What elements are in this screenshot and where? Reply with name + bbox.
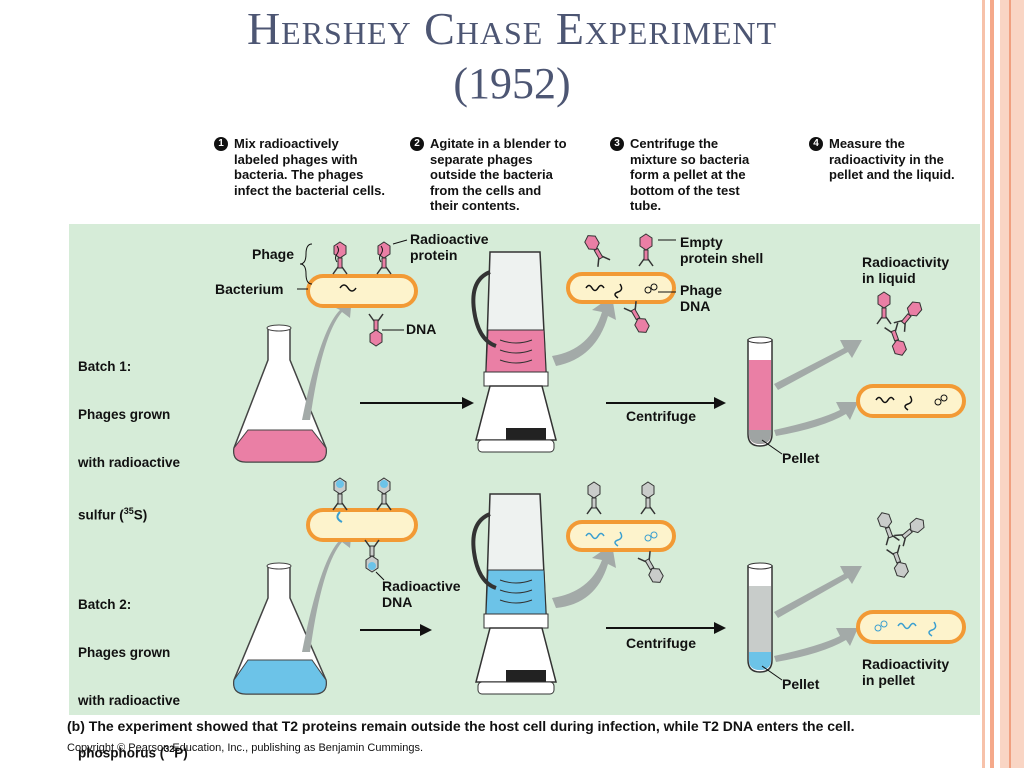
batch-isotope-line: sulfur (35S): [78, 503, 180, 524]
empty-shell: [586, 481, 602, 515]
empty-shell: [874, 509, 901, 546]
bacterium: [306, 508, 418, 542]
empty-shell: [885, 544, 912, 581]
batch-isotope-line: phosphorus (32P): [78, 741, 188, 762]
copyright-notice: Copyright © Pearson Education, Inc., pub…: [67, 742, 424, 754]
radioactive-dna-label: Radioactive DNA: [382, 578, 461, 610]
test-tube-phosphorus: [747, 562, 773, 673]
isotope-symbol: S): [133, 507, 148, 523]
centrifuge-label-2: Centrifuge: [626, 635, 696, 651]
empty-shell: [893, 297, 926, 333]
isotope-mass: 32: [164, 744, 175, 754]
radioactivity-in-liquid-label: Radioactivity in liquid: [862, 254, 950, 286]
empty-shell: [581, 231, 611, 268]
batch-line: with radioactive: [78, 693, 181, 708]
gray-arrow: [774, 402, 858, 436]
empty-shell: [638, 233, 654, 267]
gray-arrow: [552, 296, 616, 366]
pellet-label-1: Pellet: [782, 450, 820, 466]
test-tube-sulfur: [747, 336, 773, 447]
empty-shell: [876, 291, 892, 325]
batch-line: sulfur (: [78, 507, 124, 523]
empty-shell: [640, 481, 656, 515]
figure-caption: (b) The experiment showed that T2 protei…: [67, 718, 855, 734]
slide-title-year: (1952): [453, 59, 571, 108]
phage-pink: [368, 313, 384, 347]
bacterium: [306, 274, 418, 308]
step-text: Mix radioactively labeled phages with ba…: [234, 136, 386, 198]
edge-stripe: [982, 0, 985, 768]
bacterium-label: Bacterium: [215, 281, 284, 297]
blender-sulfur: [471, 251, 557, 453]
empty-shell: [893, 514, 929, 547]
flask-sulfur: [233, 324, 327, 463]
dna-label: DNA: [406, 321, 437, 337]
step-number-badge: 3: [610, 137, 624, 151]
pellet-label-2: Pellet: [782, 676, 820, 692]
radioactivity-in-pellet-label: Radioactivity in pellet: [862, 656, 950, 688]
gray-arrow: [774, 566, 862, 618]
step-number-badge: 4: [809, 137, 823, 151]
isotope-mass: 35: [123, 506, 134, 516]
batch-2-description: Batch 2: Phages grown with radioactive p…: [78, 565, 188, 778]
batch-line: Phages grown: [78, 407, 171, 422]
empty-protein-shell-label: Empty protein shell: [680, 234, 764, 266]
batch-1-description: Batch 1: Phages grown with radioactive s…: [78, 327, 180, 540]
edge-stripe: [1009, 0, 1011, 768]
batch-line: Phages grown: [78, 645, 171, 660]
centrifuge-label-1: Centrifuge: [626, 408, 696, 424]
empty-shell: [637, 550, 667, 587]
phage-label: Phage: [252, 246, 295, 262]
batch-title: Batch 1:: [78, 359, 132, 374]
step-number-badge: 2: [410, 137, 424, 151]
gray-arrow: [552, 544, 616, 608]
radioactive-protein-label: Radioactive protein: [410, 231, 489, 263]
edge-stripe: [990, 0, 994, 768]
batch-line: phosphorus (: [78, 745, 165, 761]
gray-arrow: [302, 526, 352, 652]
isotope-symbol: P): [174, 745, 188, 761]
edge-band: [1000, 0, 1024, 768]
batch-title: Batch 2:: [78, 597, 132, 612]
step-text: Agitate in a blender to separate phages …: [430, 136, 567, 213]
empty-shell: [623, 300, 653, 337]
slide-title: Hershey Chase Experiment: [246, 3, 778, 54]
blender-phosphorus: [471, 493, 557, 695]
step-number-badge: 1: [214, 137, 228, 151]
phage-dna-label: Phage DNA: [680, 282, 723, 314]
gray-arrow: [774, 340, 862, 390]
gray-arrow: [774, 628, 858, 662]
bacterium: [856, 610, 966, 644]
gray-arrow: [302, 296, 352, 420]
step-text: Centrifuge the mixture so bacteria form …: [630, 136, 750, 213]
flask-phosphorus: [233, 562, 327, 695]
batch-line: with radioactive: [78, 455, 181, 470]
step-text: Measure the radioactivity in the pellet …: [829, 136, 955, 182]
